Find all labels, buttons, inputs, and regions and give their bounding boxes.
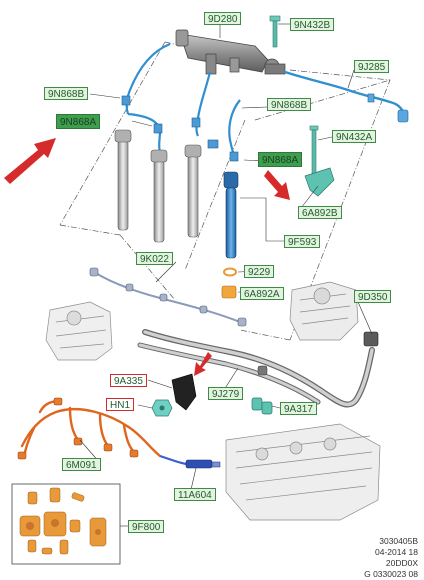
seal-kit-box <box>11 483 121 565</box>
callout-6A892B: 6A892B <box>298 206 342 219</box>
diagram-variant: 20DD0X <box>385 558 418 568</box>
harness-connector <box>159 454 221 469</box>
callout-9D280: 9D280 <box>204 12 242 25</box>
pipe-fitting <box>121 95 131 106</box>
injector-pipe-left <box>125 42 171 153</box>
callout-9F593: 9F593 <box>284 235 321 248</box>
pipe-fitting <box>229 151 239 162</box>
callout-9A317: 9A317 <box>280 402 317 415</box>
red-arrow-icon <box>4 138 56 184</box>
diagram-reference: 3030405B 04-2014 18 20DD0X G 0330023 08 <box>364 536 418 580</box>
dashed-leader-lines <box>59 41 391 341</box>
red-arrow-icon <box>194 352 212 376</box>
injector-grey-2 <box>150 149 168 243</box>
diagram-ref: G 0330023 08 <box>364 569 418 579</box>
fuel-line-clip <box>367 93 375 103</box>
callout-9N432A: 9N432A <box>332 130 377 143</box>
injector-clamp <box>304 167 335 197</box>
clamp-bolt <box>309 125 319 177</box>
callout-6M091: 6M091 <box>62 458 101 471</box>
tube-bracket <box>171 373 197 411</box>
callout-9D350: 9D350 <box>354 290 392 303</box>
injector-grey-1 <box>114 129 132 231</box>
injector-seal <box>223 267 237 277</box>
engine-block-left <box>45 301 113 361</box>
fuel-supply-tube <box>137 329 375 408</box>
callout-9N868B-left: 9N868B <box>44 87 89 100</box>
callout-9N868A-left: 9N868A <box>56 114 101 129</box>
pipe-fitting <box>207 139 219 149</box>
pipe-fitting <box>153 123 163 134</box>
diagram-date: 04-2014 18 <box>374 547 418 557</box>
diagram-code: 3030405B <box>379 536 418 546</box>
red-arrow-icon <box>264 170 290 200</box>
callout-9N432B: 9N432B <box>290 18 335 31</box>
callout-9K022: 9K022 <box>136 252 173 265</box>
callout-HN1: HN1 <box>106 398 135 411</box>
fuel-rail <box>175 29 286 75</box>
bracket-nut <box>151 399 173 417</box>
tube-connector <box>363 331 379 347</box>
callout-9J279: 9J279 <box>208 387 244 400</box>
callout-9N868A-mid: 9N868A <box>258 152 303 167</box>
injector-grey-3 <box>184 144 202 238</box>
callout-9229: 9229 <box>244 265 275 278</box>
fuel-injector <box>223 171 239 259</box>
callout-9J285: 9J285 <box>354 60 390 73</box>
rail-bolt <box>269 15 281 48</box>
injector-wiring-harness <box>20 400 162 458</box>
callout-11A604: 11A604 <box>174 488 216 501</box>
cylinder-head <box>225 423 381 521</box>
callout-9A335: 9A335 <box>110 374 147 387</box>
engine-cover-upper <box>289 281 359 341</box>
injector-washer <box>221 285 237 299</box>
pipe-fitting <box>191 117 201 128</box>
callout-6A892A: 6A892A <box>240 287 284 300</box>
callout-9N868B-mid: 9N868B <box>267 98 312 111</box>
fuel-line-connector <box>397 109 409 123</box>
tube-clip <box>257 365 268 376</box>
callout-9F800: 9F800 <box>128 520 165 533</box>
tube-clips <box>251 397 273 415</box>
